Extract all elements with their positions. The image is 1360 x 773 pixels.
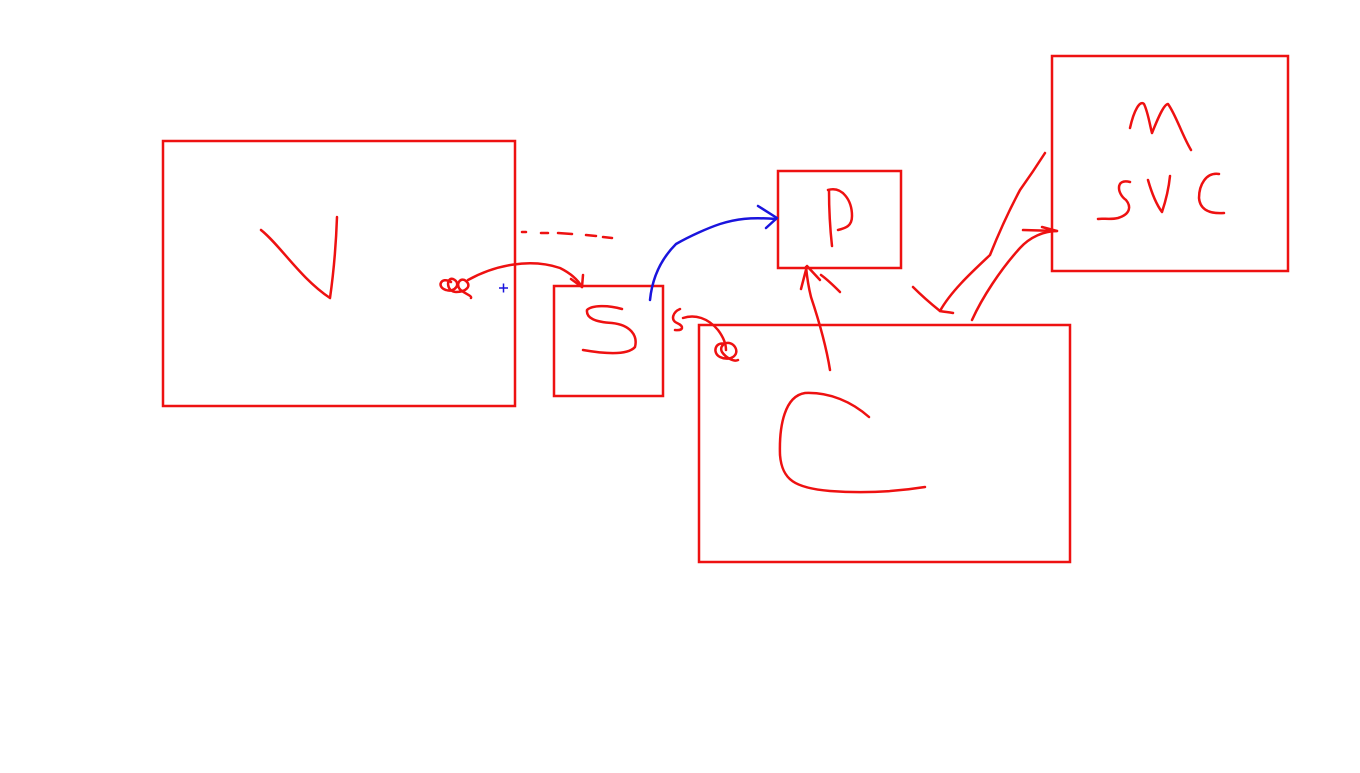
box-svc-handwritten-letter-v (1146, 174, 1172, 214)
crosshair-cursor-icon[interactable] (499, 283, 508, 293)
connector-s-to-c-scribble (714, 341, 740, 362)
box-s-handwritten-label (581, 304, 637, 355)
box-c-handwritten-label (778, 391, 927, 494)
connector-c-to-d-tick (819, 273, 842, 294)
connector-s-to-d-arrowhead-icon (756, 204, 779, 230)
box-v-frame (161, 139, 517, 408)
box-c-frame (697, 323, 1072, 564)
blue-ink-layer (499, 204, 779, 302)
box-c (697, 323, 1072, 564)
box-svc-handwritten-letter-s (1096, 180, 1132, 221)
connector-m-link-arrowhead-icon (1021, 225, 1059, 233)
connector-v-to-d-dotted-line (520, 230, 614, 240)
box-d (776, 169, 903, 270)
connector-m-link-line (970, 229, 1059, 322)
box-svc-handwritten-letter-c (1197, 172, 1226, 215)
connector-v-to-s-line (466, 262, 584, 289)
box-d-frame (776, 169, 903, 270)
box-v (161, 139, 517, 408)
connector-c-to-d-arrowhead-icon (799, 264, 822, 291)
red-ink-layer (161, 54, 1290, 564)
connector-c-to-m-line (911, 151, 1047, 313)
box-d-handwritten-label (826, 188, 854, 248)
box-m-svc-frame (1050, 54, 1290, 273)
box-s (552, 284, 665, 398)
connector-s-to-d-line (648, 216, 778, 302)
connector-c-to-m-tick (938, 309, 955, 315)
connector-v-to-s-arrowhead-icon (569, 273, 585, 289)
connector-v-to-s-scribble (439, 277, 473, 300)
box-m-svc (1050, 54, 1290, 273)
connector-c-to-d-line (804, 265, 832, 372)
box-s-frame (552, 284, 665, 398)
box-s-side-squiggle (671, 307, 684, 332)
box-m-handwritten-letter (1128, 101, 1193, 152)
box-v-handwritten-label (259, 215, 339, 300)
